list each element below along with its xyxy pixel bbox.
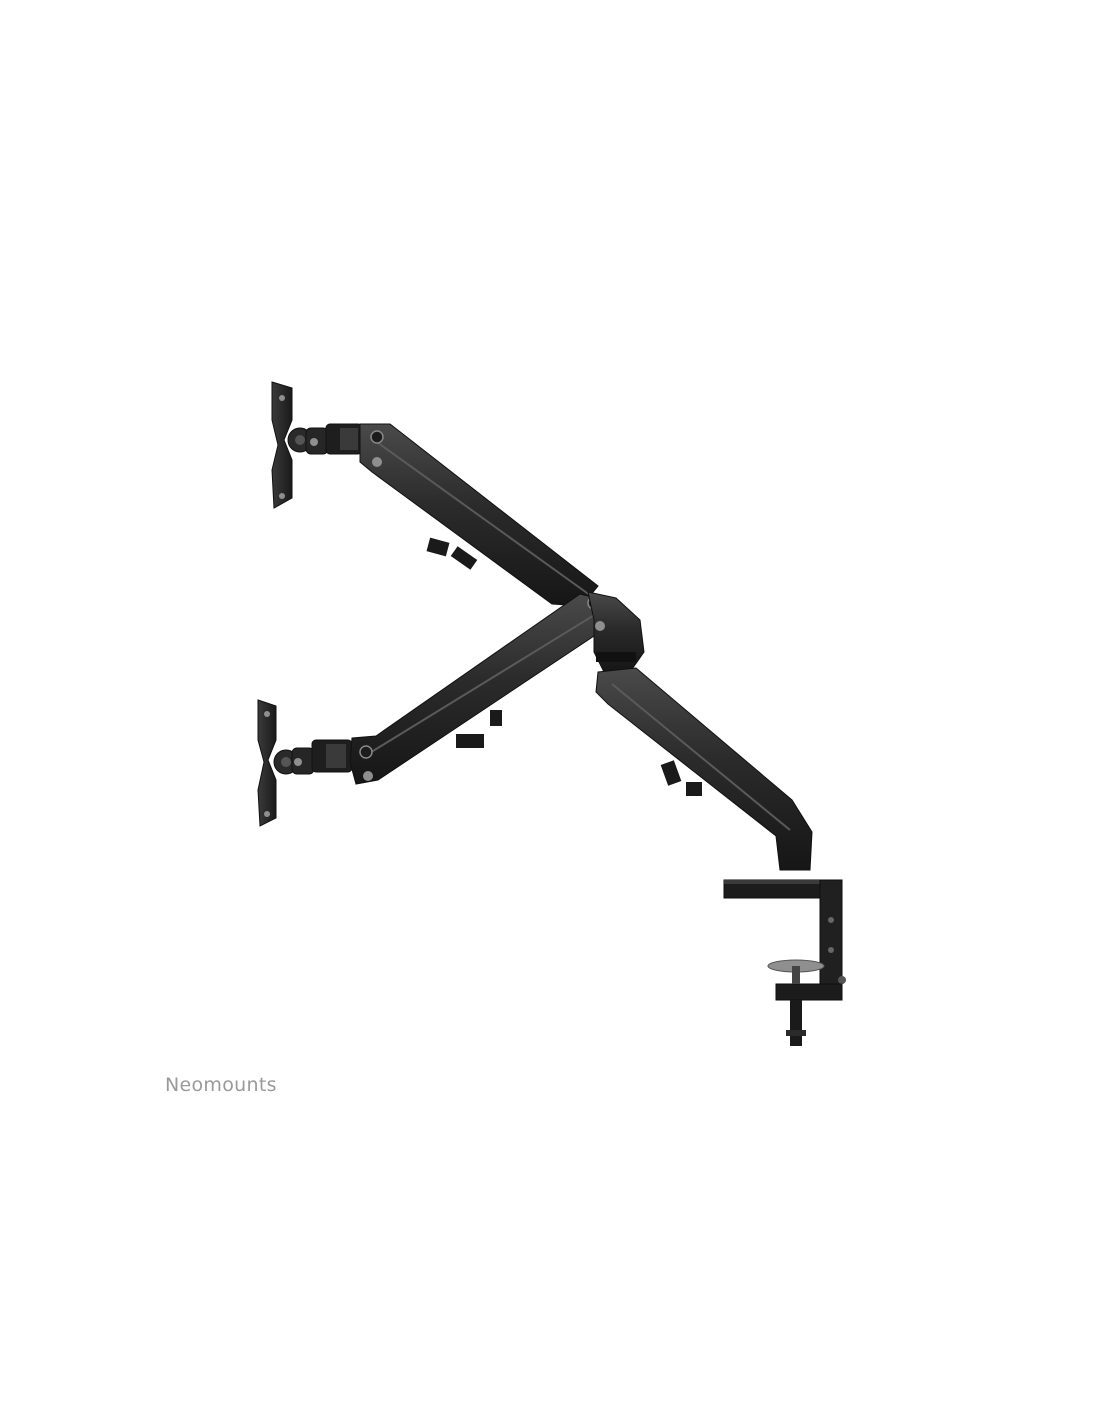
- elbow-hub: [587, 591, 645, 673]
- upper-forearm: [359, 423, 599, 607]
- main-gas-spring-arm: [595, 667, 813, 871]
- upper-vesa-plate: [271, 381, 313, 509]
- lower-tilt-joint: [291, 739, 353, 775]
- upper-tilt-joint: [305, 423, 363, 455]
- desk-clamp: [723, 879, 846, 1046]
- lower-forearm: [349, 593, 607, 785]
- brand-watermark: Neomounts: [165, 1074, 277, 1096]
